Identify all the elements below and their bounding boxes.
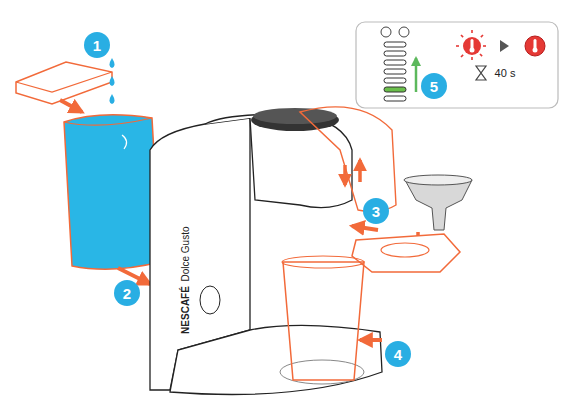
level-bars [384, 42, 406, 101]
holder-cup [381, 243, 429, 257]
callout-number: 3 [372, 204, 380, 219]
water-drop [110, 76, 115, 86]
tank-handle [122, 135, 127, 149]
head-down-arrow [343, 165, 347, 185]
size-icon [381, 27, 391, 37]
level-bar [384, 69, 406, 74]
cup-arrow [360, 338, 382, 342]
callout-number: 2 [123, 286, 131, 301]
cup-rim [282, 256, 364, 268]
level-bar [384, 60, 406, 65]
thermometer-bulb [470, 48, 475, 53]
capsule-lid [404, 175, 472, 185]
level-bar [384, 42, 406, 47]
capsule-holder [352, 234, 460, 272]
thermometer-bulb [533, 48, 538, 53]
size-icon [399, 27, 409, 37]
capsule [405, 180, 472, 230]
drip-tray [170, 325, 382, 394]
control-dial [251, 109, 339, 131]
callout-circle [114, 280, 140, 306]
control-dial-top [253, 108, 337, 124]
callout-number: 4 [394, 347, 402, 362]
water-drop [110, 94, 115, 104]
inset-panel [356, 22, 558, 108]
head-open-outline [300, 107, 396, 212]
green-arrow [415, 58, 418, 92]
callout-circle [385, 341, 411, 367]
level-bar [384, 51, 406, 56]
brand-name: NESCAFÉ [181, 286, 191, 334]
tank-rim [64, 118, 152, 125]
next-triangle [500, 40, 509, 52]
callout-circle [363, 198, 389, 224]
side-button [200, 286, 220, 314]
time-label: 40 s [495, 68, 516, 79]
level-bar-active [384, 87, 406, 92]
holder-arrow [352, 226, 378, 230]
temperature-blinking-icon [456, 30, 488, 62]
lid-arrow [60, 100, 82, 112]
callout-number: 5 [430, 79, 438, 94]
callout-circle [84, 32, 110, 58]
blink-rays [456, 30, 488, 62]
temperature-icon [463, 37, 481, 55]
temperature-icon-steady [525, 36, 545, 56]
level-bar [384, 96, 406, 101]
hourglass [476, 66, 486, 80]
brand-name: Dolce Gusto [181, 226, 191, 281]
water-drop [110, 58, 115, 68]
water-tank [64, 115, 160, 269]
callout-circle [421, 73, 447, 99]
head-up-arrow [358, 160, 362, 182]
callout-number: 1 [93, 38, 101, 53]
lid-edge [16, 72, 112, 92]
level-bar [384, 78, 406, 83]
tank-lid [16, 62, 112, 104]
cup-outline [283, 262, 364, 380]
